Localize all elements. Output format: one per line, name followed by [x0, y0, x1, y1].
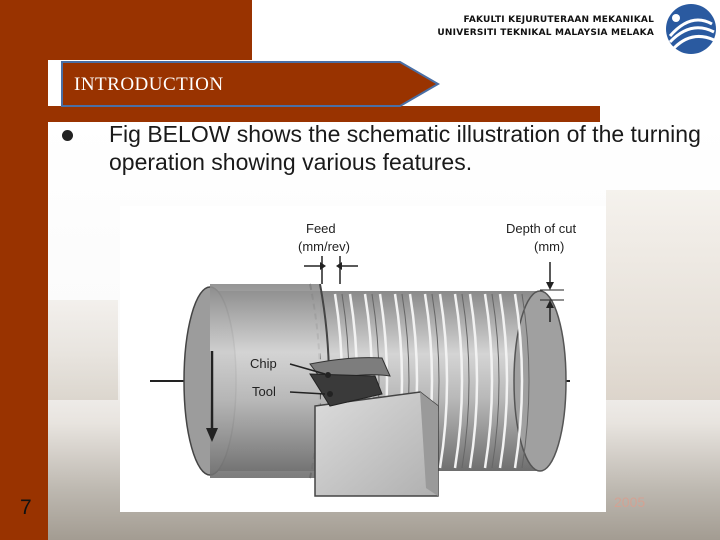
background-building-left — [48, 300, 118, 400]
left-accent-band — [0, 0, 48, 540]
chip-label: Chip — [250, 356, 277, 371]
background-building — [606, 190, 720, 400]
depth-of-cut-dimension — [540, 262, 564, 322]
university-name: UNIVERSITI TEKNIKAL MALAYSIA MELAKA — [437, 28, 654, 38]
rotation-arrow — [206, 351, 218, 442]
bullet-text: Fig BELOW shows the schematic illustrati… — [109, 121, 701, 175]
section-divider-bar — [48, 106, 600, 122]
feed-dimension — [304, 256, 358, 284]
university-logo — [666, 4, 716, 54]
background-year-text: 2005 — [614, 494, 646, 510]
section-title: INTRODUCTION — [74, 74, 224, 95]
tool-leader — [289, 391, 333, 397]
turning-operation-figure: Feed (mm/rev) Depth of cut (mm) Chip Too… — [120, 206, 606, 512]
feed-unit: (mm/rev) — [298, 239, 350, 254]
chip-leader — [289, 363, 331, 378]
feed-label: Feed — [306, 221, 336, 236]
top-accent-band — [0, 0, 252, 60]
faculty-name: FAKULTI KEJURUTERAAN MEKANIKAL — [463, 15, 654, 25]
cutting-tool — [309, 373, 439, 497]
depth-of-cut-unit: (mm) — [534, 239, 564, 254]
section-tab — [61, 61, 440, 107]
tool-label: Tool — [252, 384, 276, 399]
bullet-dot — [62, 130, 73, 141]
slide-number: 7 — [20, 496, 32, 519]
faculty-header: FAKULTI KEJURUTERAAN MEKANIKAL UNIVERSIT… — [437, 14, 654, 40]
depth-of-cut-label: Depth of cut — [506, 221, 576, 236]
